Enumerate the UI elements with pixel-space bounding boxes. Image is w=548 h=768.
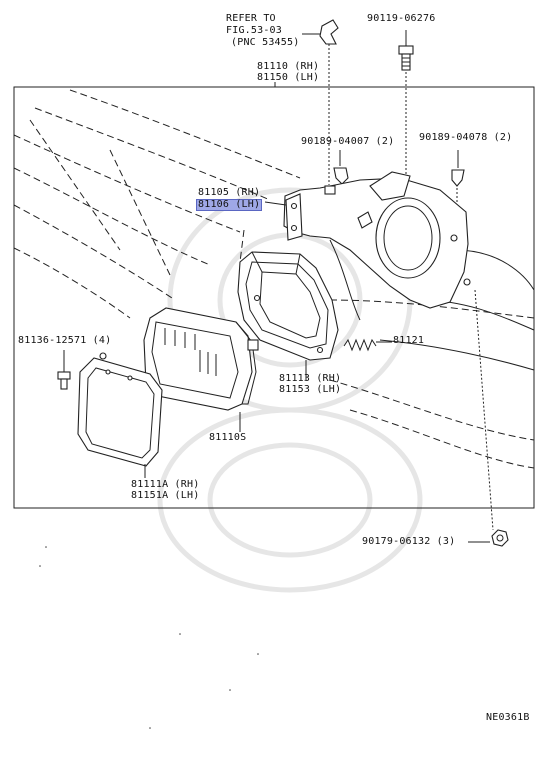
part-label-81106-lh-highlighted[interactable]: 81106 (LH)	[196, 199, 263, 211]
sealed-beam	[143, 307, 259, 432]
part-label-90179-06132: 90179-06132 (3)	[362, 536, 456, 547]
scan-specks	[39, 546, 259, 729]
clip-90189-04007	[333, 150, 349, 185]
refer-label-line1: REFER TO	[226, 13, 276, 24]
diagram-code: NE0361B	[486, 712, 530, 723]
refer-label-line3: (PNC 53455)	[231, 37, 300, 48]
refer-label-line2: FIG.53-03	[226, 25, 282, 36]
part-label-90189-04078: 90189-04078 (2)	[419, 132, 513, 143]
part-label-81110s: 81110S	[209, 432, 247, 443]
part-label-90119-06276: 90119-06276	[367, 13, 436, 24]
frame-border	[13, 86, 535, 509]
part-label-81113-rh: 81113 (RH)	[279, 373, 342, 384]
headlamp-bracket	[264, 171, 494, 531]
part-label-81151a-lh: 81151A (LH)	[131, 490, 200, 501]
part-label-81136-12571: 81136-12571 (4)	[18, 335, 112, 346]
bolt-90119	[398, 30, 414, 180]
part-label-90189-04007: 90189-04007 (2)	[301, 136, 395, 147]
refer-clip	[302, 19, 339, 185]
nut-90179	[468, 529, 509, 547]
part-label-81153-lh: 81153 (LH)	[279, 384, 342, 395]
part-label-81105-rh: 81105 (RH)	[198, 187, 261, 198]
part-label-81111a-rh: 81111A (RH)	[131, 479, 200, 490]
part-label-81150-lh: 81150 (LH)	[257, 72, 320, 83]
retaining-ring	[77, 357, 163, 478]
part-label-81110-rh: 81110 (RH)	[257, 61, 320, 72]
adjusting-spring	[343, 338, 392, 352]
part-label-81121: 81121	[393, 335, 425, 346]
headlamp-housing	[237, 229, 339, 380]
